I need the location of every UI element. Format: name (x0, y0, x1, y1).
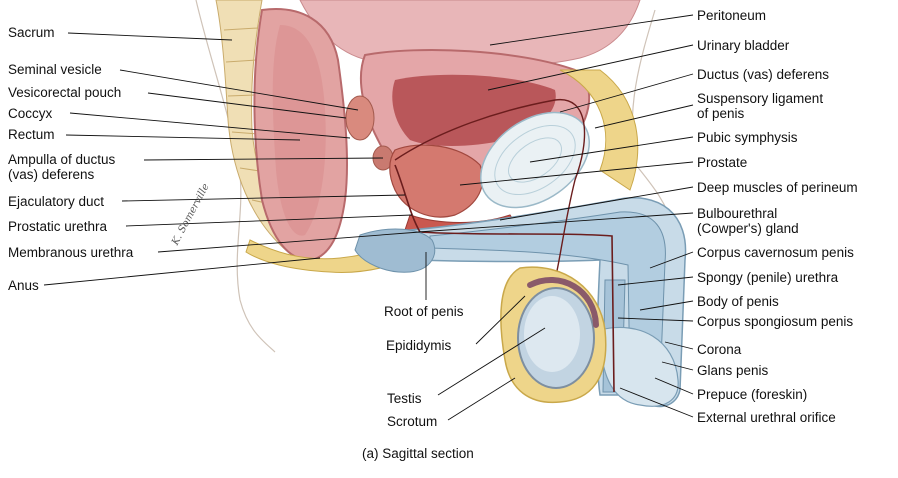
penile-bulb (354, 228, 436, 273)
prepubic-fat (559, 69, 639, 191)
urethra-path (394, 164, 615, 393)
label-ejaculatory-duct: Ejaculatory duct (8, 194, 105, 209)
label-corpus-spongiosum-penis: Corpus spongiosum penis (697, 314, 854, 329)
label-ductus-deferens: Ductus (vas) deferens (697, 67, 830, 82)
label-external-urethral-orifice: External urethral orifice (697, 410, 836, 425)
label-vesicorectal-pouch: Vesicorectal pouch (8, 85, 122, 100)
ductus-deferens-path (394, 99, 586, 281)
glans-shape (599, 326, 679, 407)
label-deep-muscles-of-perineum: Deep muscles of perineum (697, 180, 858, 195)
epididymis-shape (527, 277, 599, 328)
label-epididymis: Epididymis (386, 338, 452, 353)
label-prostate: Prostate (697, 155, 748, 170)
label-seminal-vesicle: Seminal vesicle (8, 62, 102, 77)
label-scrotum: Scrotum (387, 414, 438, 429)
label-testis: Testis (387, 391, 422, 406)
label-prostatic-urethra: Prostatic urethra (8, 219, 108, 234)
prostate-shape (389, 144, 484, 218)
label-pubic-symphysis: Pubic symphysis (697, 130, 798, 145)
seminal-vesicle-shape (345, 95, 375, 141)
body-outline (195, 0, 276, 353)
label-body-of-penis: Body of penis (697, 294, 779, 309)
label-ampulla-of-ductus-deferens: Ampulla of ductus (vas) deferens (8, 152, 116, 182)
leader-lines (43, 14, 694, 421)
label-urinary-bladder: Urinary bladder (697, 38, 790, 53)
label-peritoneum: Peritoneum (697, 8, 767, 23)
label-corpus-cavernosum-penis: Corpus cavernosum penis (697, 245, 854, 260)
label-corona: Corona (697, 342, 742, 357)
label-suspensory-ligament: Suspensory ligament of penis (697, 91, 824, 121)
label-anus: Anus (8, 278, 39, 293)
label-membranous-urethra: Membranous urethra (8, 245, 134, 260)
label-bulbourethral-gland: Bulbourethral (Cowper's) gland (697, 206, 799, 236)
label-root-of-penis: Root of penis (384, 304, 464, 319)
label-coccyx: Coccyx (8, 106, 53, 121)
label-glans-penis: Glans penis (697, 363, 769, 378)
label-prepuce: Prepuce (foreskin) (697, 387, 808, 402)
label-rectum: Rectum (8, 127, 55, 142)
rectum-lumen (272, 25, 326, 236)
label-spongy-urethra: Spongy (penile) urethra (697, 270, 839, 285)
label-sacrum: Sacrum (8, 25, 55, 40)
figure-caption: (a) Sagittal section (362, 446, 474, 461)
